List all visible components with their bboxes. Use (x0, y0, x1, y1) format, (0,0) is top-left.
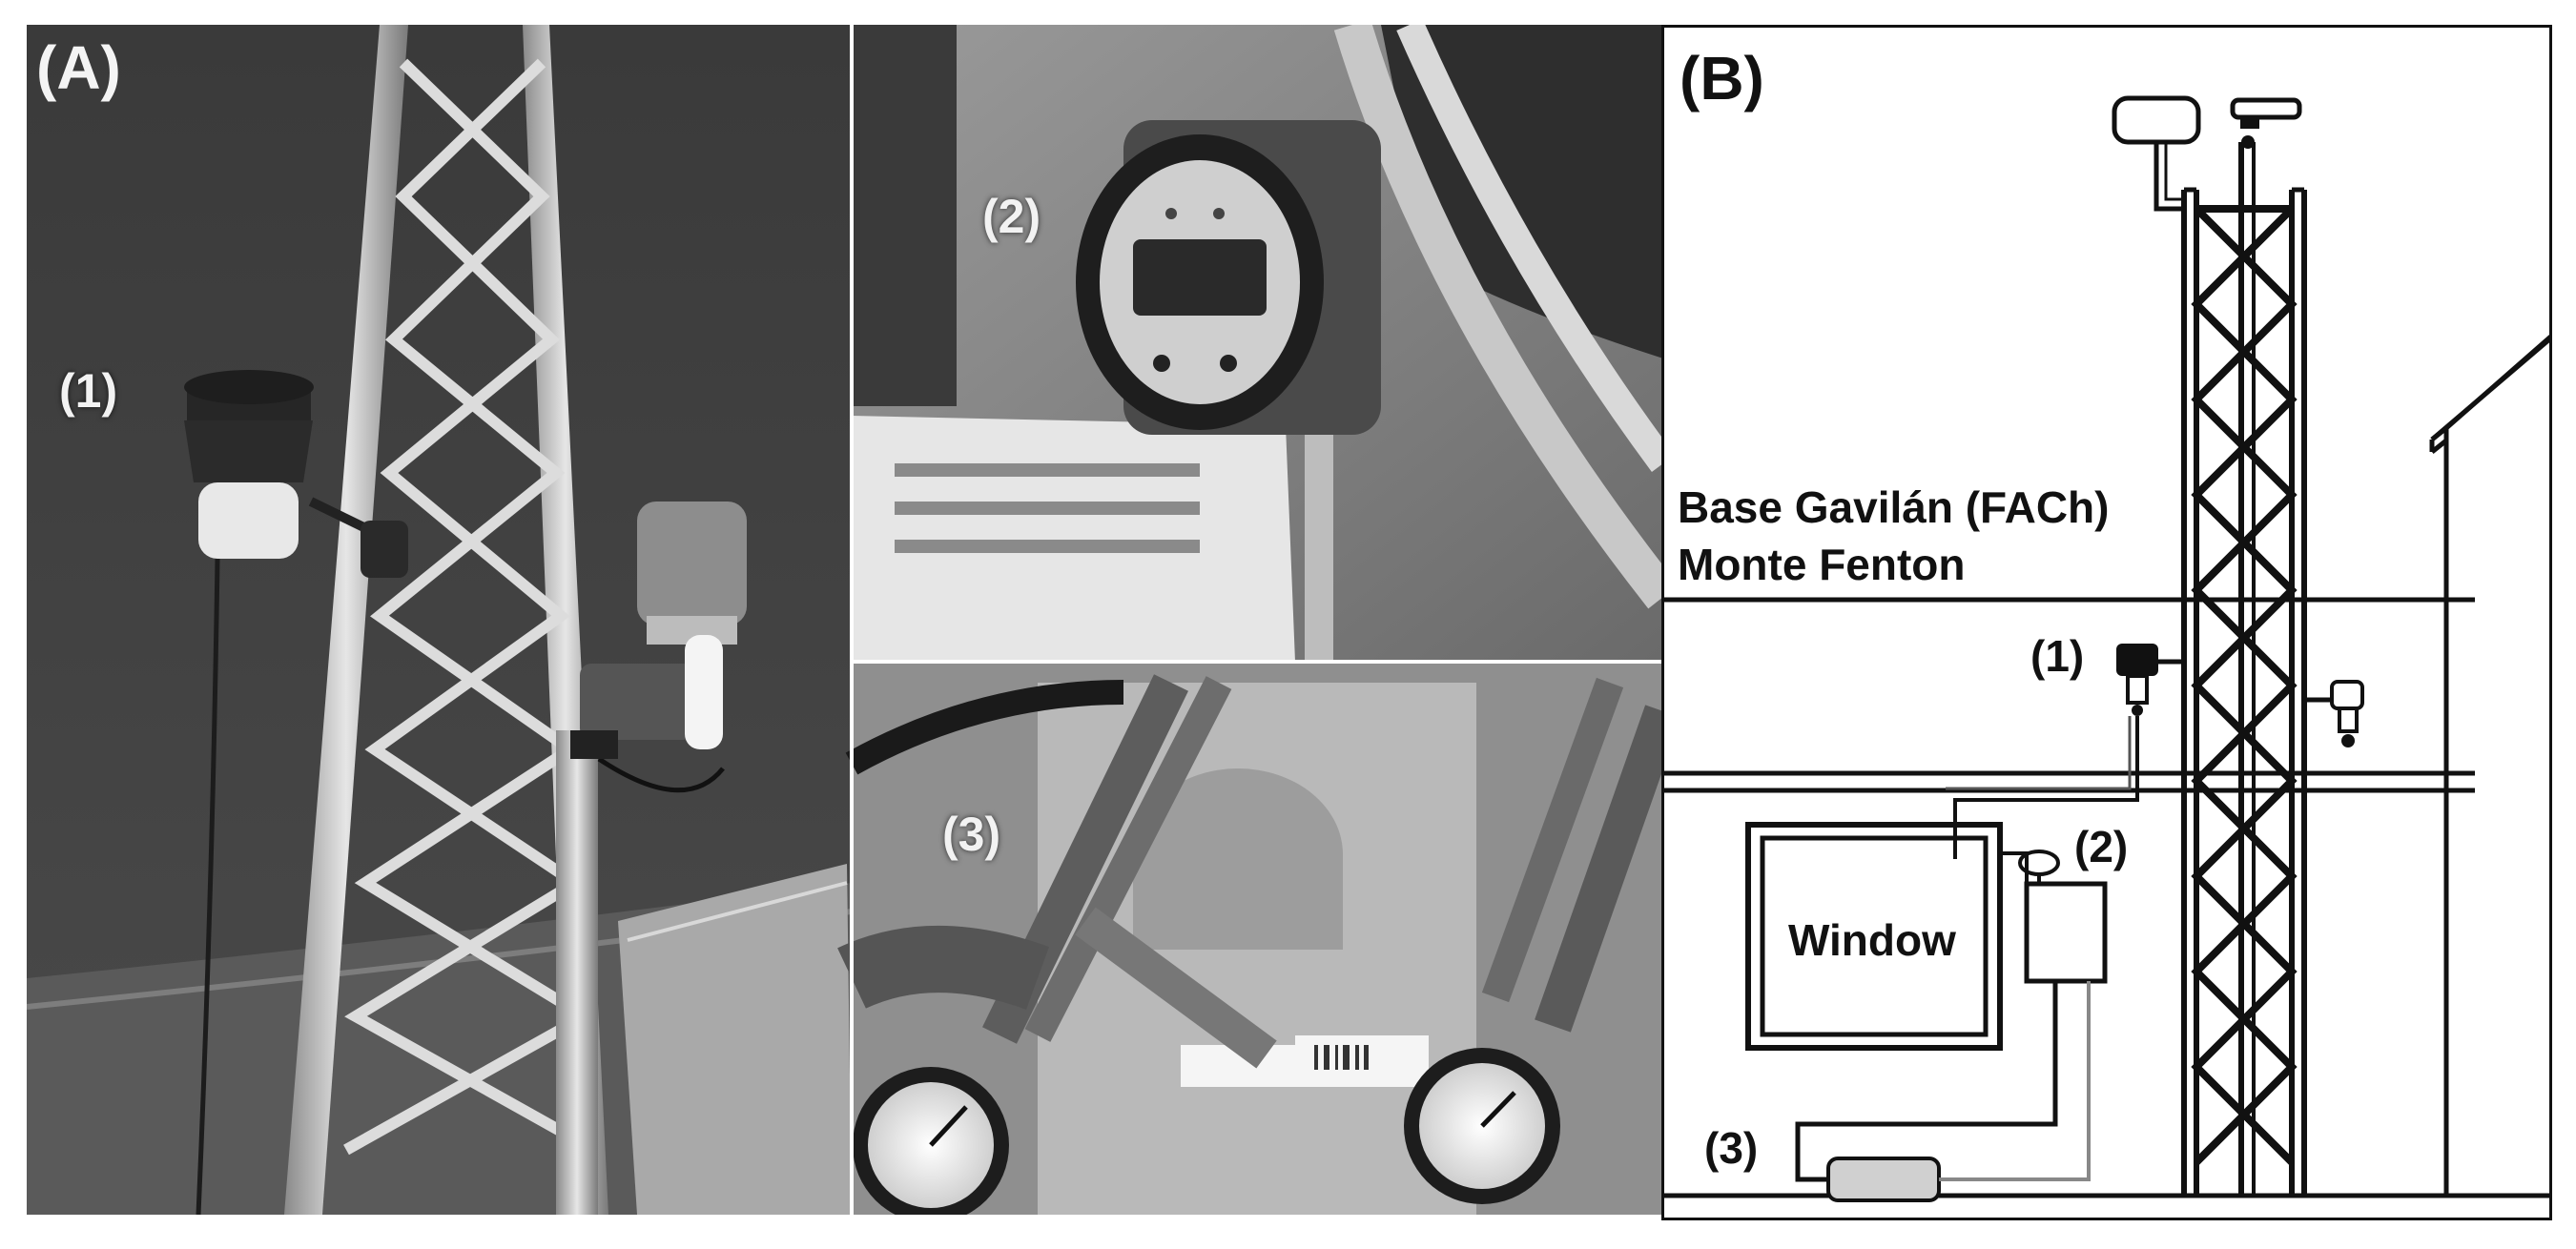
sensor-2-icon (1998, 850, 2108, 984)
sensor-3-icon (1795, 981, 2091, 1202)
window-frame (1745, 822, 2003, 1051)
photo-collage (27, 25, 1663, 1215)
panel-a-label: (A) (36, 33, 121, 102)
tower (2181, 142, 2307, 1196)
sensor-1-icon (1946, 644, 2184, 859)
diagram-callout-2: (2) (2074, 822, 2129, 871)
photo-callout-3: (3) (942, 808, 1001, 861)
photo-callout-2: (2) (982, 190, 1041, 243)
photo-display (852, 25, 1663, 662)
tower-top-instruments (2112, 95, 2302, 212)
photo-panel-a: (A) (1) (2) (3) (27, 25, 1663, 1215)
window-label: Window (1788, 915, 1956, 965)
site-name-line-2: Monte Fenton (1678, 540, 1966, 589)
neighbour-building (2443, 334, 2549, 1196)
schematic-panel-b: (B) Base Gavilán (FACh) Monte Fenton (1)… (1661, 25, 2552, 1220)
diagram-callout-1: (1) (2030, 631, 2085, 681)
auxiliary-sensor-icon (2304, 680, 2364, 747)
installation-schematic (1664, 95, 2549, 1202)
photo-gauges (837, 662, 1663, 1215)
panel-b-label: (B) (1680, 44, 1764, 113)
diagram-callout-3: (3) (1704, 1123, 1759, 1173)
site-name-line-1: Base Gavilán (FACh) (1678, 482, 2110, 532)
photo-tower (27, 25, 853, 1215)
photo-callout-1: (1) (59, 364, 118, 418)
